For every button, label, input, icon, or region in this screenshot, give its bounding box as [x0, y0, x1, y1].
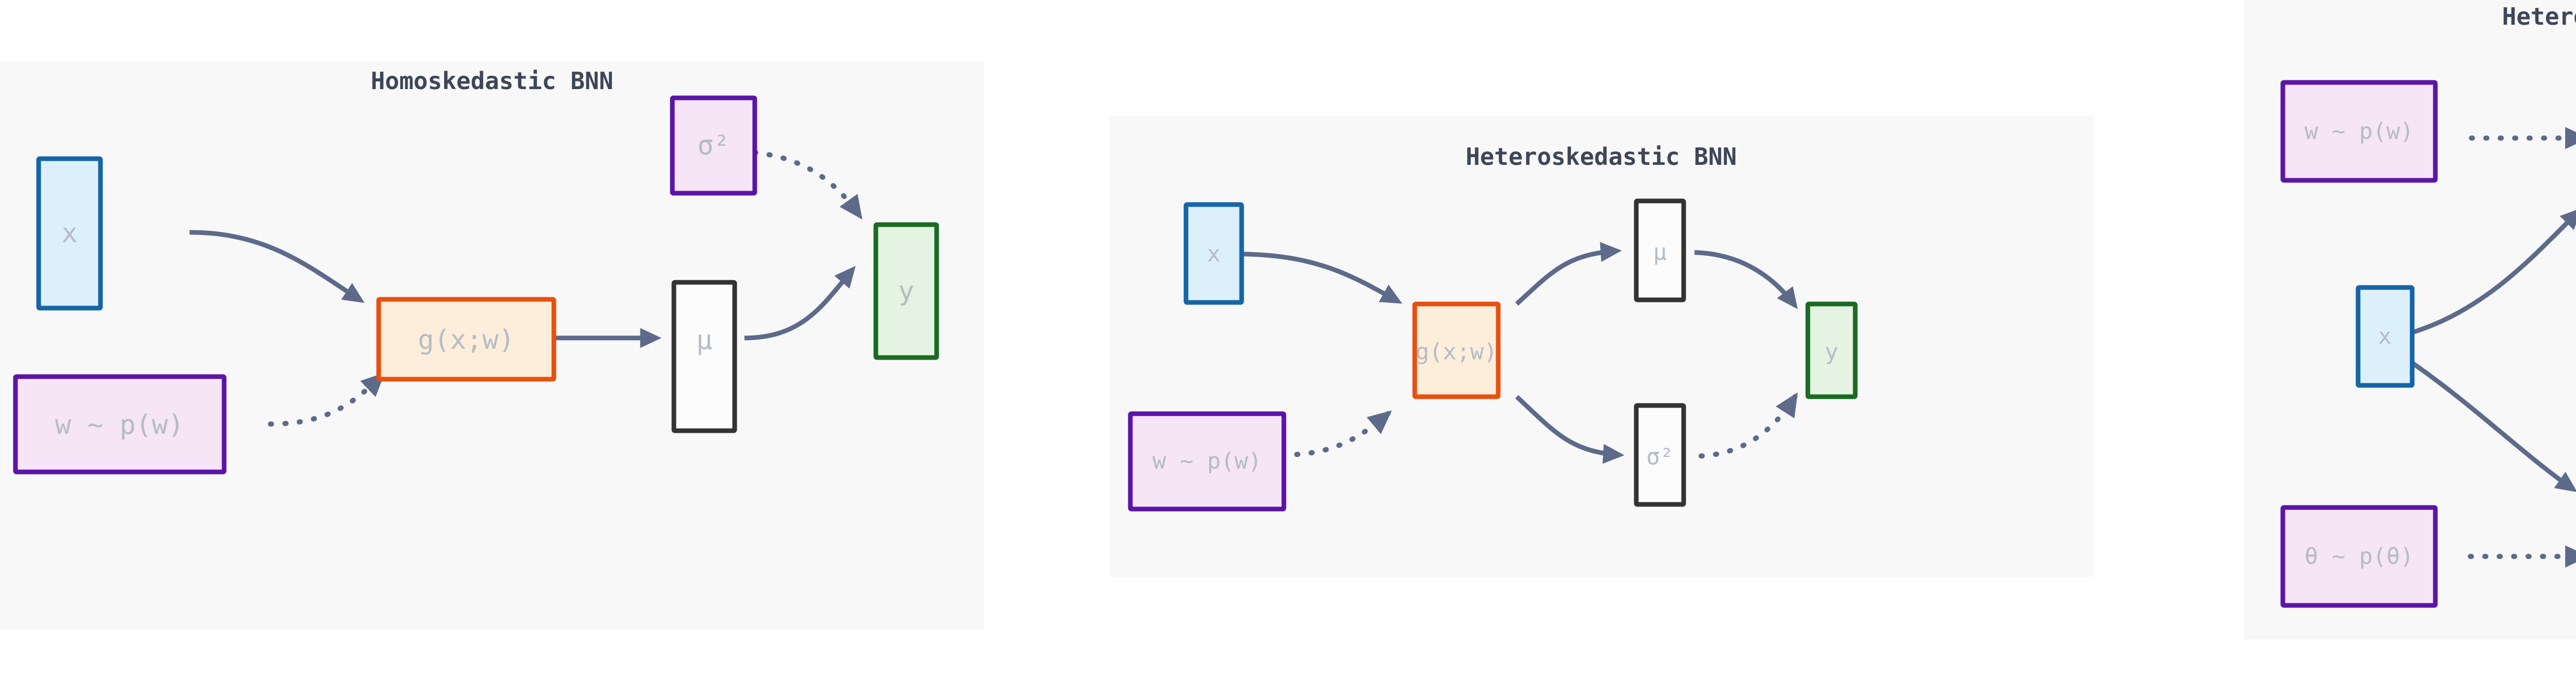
node-x-label: x: [1207, 241, 1221, 267]
edge-x-to-g: [189, 230, 365, 303]
node-sigma-label: σ²: [698, 130, 730, 161]
node-x[interactable]: x: [36, 156, 103, 311]
panel-heteroskedastic: Heteroskedastic BNN x: [1110, 116, 2093, 577]
node-x-label: x: [2378, 324, 2392, 350]
node-prior-w-label: w ~ p(w): [2304, 119, 2414, 145]
node-sigma[interactable]: σ²: [670, 95, 757, 196]
edge-x-to-f: [2411, 361, 2576, 493]
node-sigma-label: σ²: [1647, 444, 1674, 470]
edge-g-to-sigma: [1515, 395, 1624, 464]
node-g[interactable]: g(x;w): [376, 297, 556, 382]
edge-prior-to-g: [1280, 410, 1392, 458]
node-mu[interactable]: μ: [671, 280, 737, 433]
node-prior-w[interactable]: w ~ p(w): [2280, 80, 2438, 183]
panel-heteroskedastic-noise-model: Heteroskedastic BNN with Noise Model: [2244, 0, 2576, 639]
node-sigma[interactable]: σ²: [1634, 403, 1686, 507]
node-x-label: x: [61, 218, 77, 249]
node-prior-w[interactable]: w ~ p(w): [1128, 411, 1286, 512]
edge-g-to-mu: [1515, 242, 1622, 306]
edge-mu-to-y: [744, 266, 856, 341]
edge-sigma-to-y: [1699, 392, 1798, 459]
node-g-label: g(x;w): [1416, 339, 1498, 365]
node-prior-w-label: w ~ p(w): [1153, 448, 1262, 475]
node-mu-label: μ: [696, 325, 712, 356]
edge-x-to-g: [2412, 208, 2576, 335]
panel-title: Homoskedastic BNN: [371, 67, 614, 95]
node-prior-w-label: w ~ p(w): [55, 410, 184, 441]
node-prior-theta[interactable]: θ ~ p(θ): [2280, 505, 2438, 608]
node-y[interactable]: y: [873, 222, 939, 360]
node-mu[interactable]: μ: [1634, 198, 1686, 302]
node-prior-w[interactable]: w ~ p(w): [13, 374, 227, 475]
edge-sigma-to-y: [752, 150, 862, 220]
panel-title: Heteroskedastic BNN with Noise Model: [2502, 3, 2576, 30]
panel-homoskedastic: Homoskedastic BNN x: [0, 61, 984, 630]
node-prior-theta-label: θ ~ p(θ): [2304, 544, 2414, 570]
node-y[interactable]: y: [1805, 301, 1858, 399]
node-y-label: y: [898, 276, 914, 307]
node-g[interactable]: g(x;w): [1412, 301, 1501, 399]
edge-x-to-g: [1235, 251, 1402, 304]
node-x[interactable]: x: [1183, 202, 1244, 305]
node-mu-label: μ: [1653, 240, 1667, 266]
edge-mu-to-y: [1694, 250, 1798, 310]
node-y-label: y: [1825, 339, 1839, 365]
edge-prior-to-g: [268, 373, 385, 427]
node-x[interactable]: x: [2355, 285, 2415, 388]
panel-title: Heteroskedastic BNN: [1466, 143, 1737, 171]
node-g-label: g(x;w): [418, 325, 515, 356]
